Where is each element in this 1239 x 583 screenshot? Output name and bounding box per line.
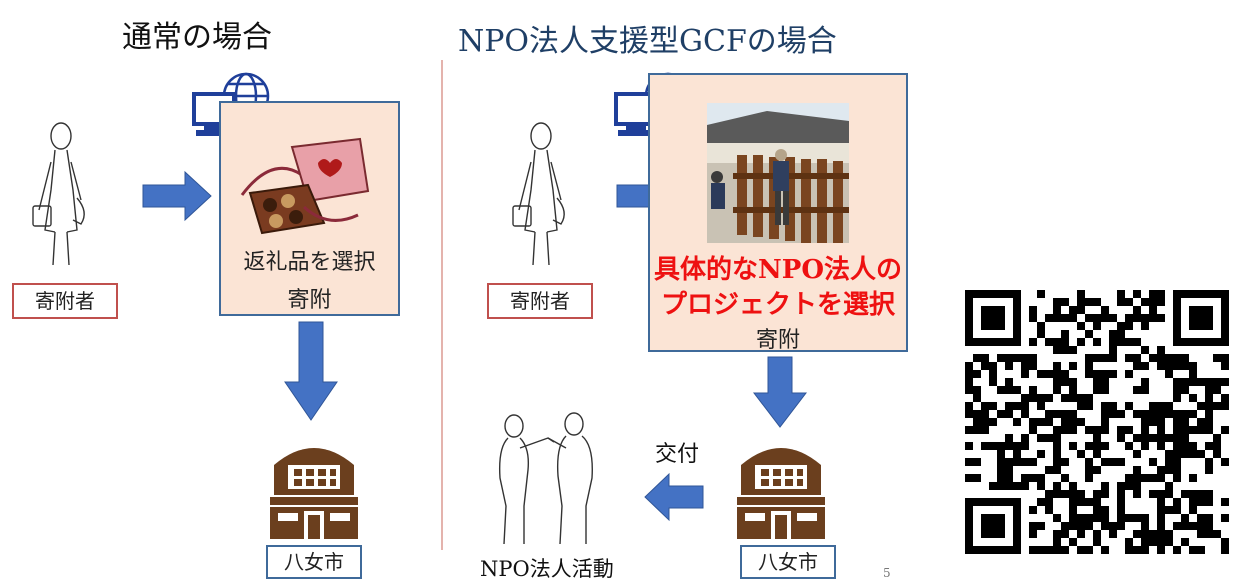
arrow-down-icon [284, 321, 338, 421]
left-section-title: 通常の場合 [122, 20, 272, 55]
right-section-title: NPO法人支援型GCFの場合 [458, 24, 837, 59]
donor-label: 寄附者 [12, 283, 118, 319]
section-divider [441, 60, 443, 550]
building-icon [737, 448, 825, 539]
person-silhouette-icon [32, 122, 85, 266]
highlight-text-2: プロジェクトを選択 [660, 290, 895, 320]
city-label: 八女市 [740, 545, 836, 579]
arrow-left-icon [644, 472, 704, 522]
donation-text: 寄附 [287, 288, 332, 313]
donor-label: 寄附者 [487, 283, 593, 319]
qr-code-icon [965, 290, 1229, 554]
page-number: 5 [883, 566, 891, 580]
highlight-text-1: 具体的なNPO法人の [654, 255, 902, 285]
city-label: 八女市 [266, 545, 362, 579]
arrow-down-icon [752, 356, 808, 428]
grant-label: 交付 [655, 442, 700, 467]
arrow-right-icon [142, 170, 212, 222]
building-icon [270, 448, 358, 539]
npo-activity-label: NPO法人活動 [480, 557, 614, 581]
construction-photo [707, 103, 849, 243]
donation-text: 寄附 [755, 328, 800, 353]
choose-gift-text: 返礼品を選択 [243, 250, 376, 275]
person-silhouette-icon [512, 122, 565, 266]
handshake-icon [498, 412, 593, 545]
chocolate-box-icon [240, 137, 370, 235]
